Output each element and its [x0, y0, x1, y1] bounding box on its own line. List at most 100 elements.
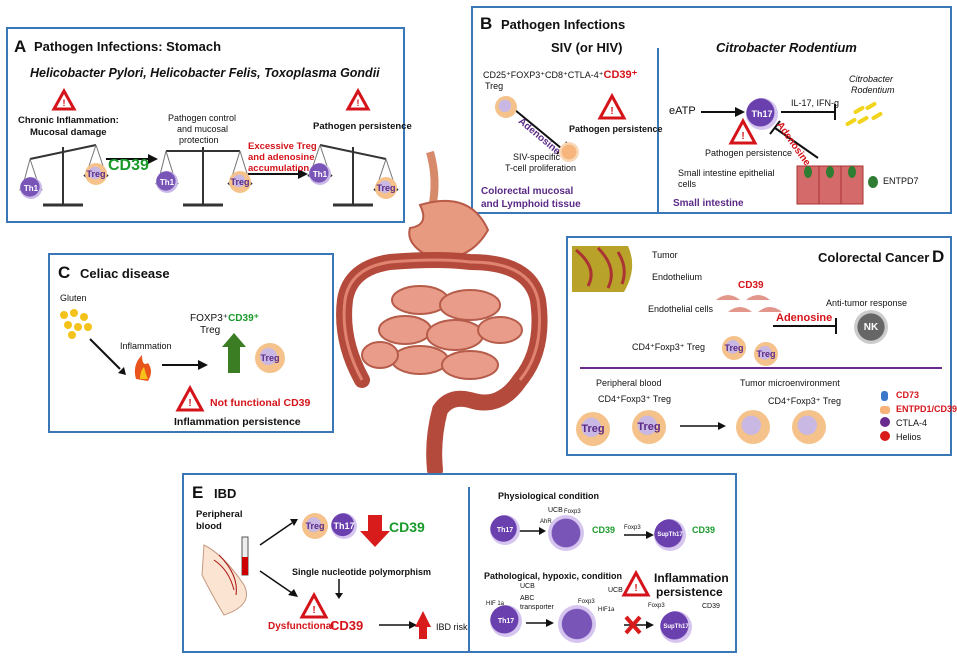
endo-cells-label: Endothelial cells [648, 304, 714, 314]
warning-icon: ! [345, 87, 371, 111]
colorectal-label: Colorectal mucosal [481, 186, 574, 197]
b-persistence: Pathogen persistence [569, 124, 663, 134]
panel-a: A Pathogen Infections: Stomach Helicobac… [6, 27, 412, 223]
warning-icon: ! [621, 569, 651, 597]
epi-label-2: cells [678, 179, 697, 189]
gluten-label: Gluten [60, 293, 87, 303]
treg-tme-cell [792, 410, 826, 444]
lymphoid-label: and Lymphoid tissue [481, 199, 581, 210]
panel-e-title: IBD [214, 486, 237, 501]
legend-entpd1: ENTPD1/CD39 [896, 404, 957, 414]
svg-text:!: ! [188, 398, 191, 409]
eatp-label: eATP [669, 105, 696, 117]
supth17-cell: SupTh17 [654, 519, 686, 551]
treg-cell: Treg [255, 343, 285, 373]
treg-cell: Treg [85, 163, 107, 185]
hif-th17-cell: Th17 [490, 605, 522, 637]
bacteria-icon [845, 102, 883, 126]
chronic-label: Chronic Inflammation: [18, 115, 119, 126]
arrow-icon [259, 519, 298, 546]
control-label-3: protection [179, 135, 219, 145]
panel-c: C Celiac disease Gluten ! Inflammation F… [48, 253, 334, 433]
cd4treg-label-2: CD4⁺Foxp3⁺ Treg [598, 394, 672, 404]
treg-cell: Treg [302, 513, 328, 539]
inhibition-arrow [781, 104, 836, 120]
entpd7-label: ENTPD7 [883, 176, 919, 186]
panel-d-letter: D [932, 247, 945, 266]
tcell-label: T-cell proliferation [505, 163, 577, 173]
th1-cell: Th1 [309, 163, 331, 185]
svg-text:!: ! [357, 98, 360, 108]
supth17-cell-2: SupTh17 [660, 611, 692, 643]
svg-text:!: ! [312, 605, 315, 616]
ucb-label: UCB [548, 507, 563, 514]
treg-cell: Treg [722, 336, 746, 360]
entpd1-legend-icon [880, 406, 890, 414]
panel-e: E IBD ! ! Peripheral blood Treg Th17 CD3… [182, 473, 737, 653]
siv-label: SIV (or HIV) [551, 40, 623, 55]
warning-icon: ! [597, 92, 627, 120]
siv-specific-label: SIV-specific [513, 152, 561, 162]
treg-cell: Treg [375, 177, 397, 199]
small-intestine-label: Small intestine [673, 198, 744, 209]
legend-helios: Helios [896, 432, 922, 442]
legend-ctla4: CTLA-4 [896, 418, 928, 428]
cd73-legend-icon [881, 391, 888, 401]
cross-icon [624, 615, 642, 635]
tme-label: Tumor microenvironment [740, 378, 840, 388]
svg-text:!: ! [741, 131, 744, 142]
legend-cd73: CD73 [896, 390, 920, 400]
arm-icon [201, 544, 247, 616]
peripheral-label-2: blood [196, 521, 222, 532]
ctla4-legend-icon [880, 417, 890, 427]
arrow-icon [379, 621, 417, 629]
citro-small-2: Rodentium [851, 85, 895, 95]
physio-label: Physiological condition [498, 491, 600, 501]
citro-title: Citrobacter Rodentium [716, 40, 857, 55]
panel-d: D Colorectal Cancer Tumor Endothelium CD… [566, 236, 957, 456]
il17-label: IL-17, IFN-g [791, 98, 840, 108]
control-label-1: Pathogen control [168, 113, 237, 123]
colon-texture-icon [342, 258, 542, 381]
e-cd39-label-2: CD39 [330, 618, 364, 633]
fire-icon [134, 355, 151, 381]
up-arrow-icon [415, 611, 431, 639]
dysfunctional-label: Dysfunctional [268, 621, 335, 632]
abc-label-1: ABC [520, 595, 535, 602]
small-intestine-icon [361, 285, 523, 380]
panel-d-title: Colorectal Cancer [818, 250, 930, 265]
persist-label: Inflammation persistence [174, 416, 301, 428]
e-cd39-label-3: CD39 [592, 525, 616, 535]
arrow-icon [335, 579, 343, 599]
peripheral-label: Peripheral blood [596, 378, 662, 388]
inhibition-arrow [773, 318, 837, 334]
th17-cell: Th17 [746, 98, 778, 130]
svg-text:!: ! [63, 98, 66, 108]
warning-icon: ! [175, 384, 205, 412]
entpd7-icon [868, 176, 878, 188]
epi-label-1: Small intestine epithelial [678, 168, 775, 178]
foxp3-label-4: Foxp3 [648, 603, 665, 609]
tumor-icon [572, 246, 633, 292]
th17-nucleus-cell [548, 515, 584, 551]
c-treg-label: Treg [200, 325, 221, 336]
d-cd39-label: CD39 [738, 280, 764, 291]
panel-e-graphics: ! ! [201, 487, 654, 651]
hif1a-label: HIF 1a [486, 601, 505, 607]
arrow-icon [519, 527, 546, 535]
excess-label-2: and adenosine [248, 152, 315, 163]
tcell-icon [559, 142, 579, 162]
blood-tube-icon [241, 536, 249, 576]
arrow-icon [624, 531, 654, 539]
down-arrow-icon [360, 515, 390, 547]
e-cd39-label-4: CD39 [692, 525, 716, 535]
warning-icon: ! [51, 87, 77, 111]
panel-b-graphics: ! ! [514, 48, 883, 213]
arrow-icon [680, 422, 726, 430]
notfunc-label: Not functional CD39 [210, 397, 311, 409]
antitumor-label: Anti-tumor response [826, 298, 908, 308]
d-adenosine-label: Adenosine [776, 312, 833, 324]
citro-small-1: Citrobacter [849, 74, 894, 84]
hif1a-label-2: HIF1a [598, 607, 615, 613]
